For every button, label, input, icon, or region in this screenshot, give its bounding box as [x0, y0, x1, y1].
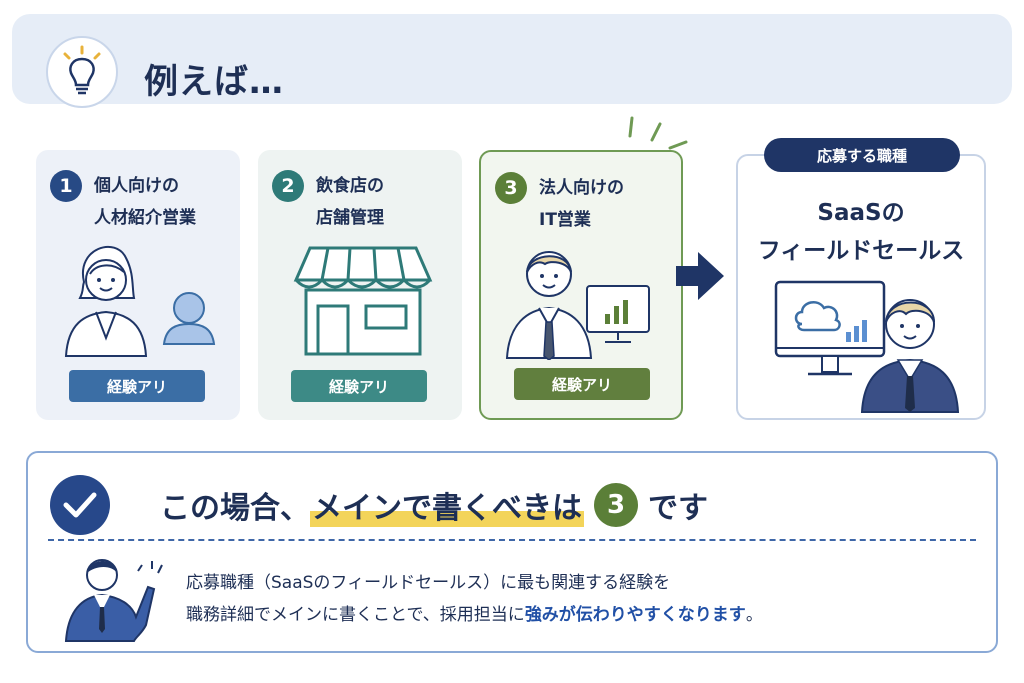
arrow-right-icon	[676, 252, 724, 300]
experience-card-1: 1 個人向けの 人材紹介営業 経験アリ	[36, 150, 240, 420]
card-title-line2: 店舗管理	[316, 208, 384, 228]
card-number: 3	[495, 172, 527, 204]
experience-card-2: 2 飲食店の 店舗管理 経験アリ	[258, 150, 462, 420]
advisor-pointing-icon	[64, 559, 163, 642]
target-role-title-line1: SaaSの	[817, 200, 905, 226]
card-title-line1: 飲食店の	[316, 176, 384, 196]
it-salesman-icon	[505, 251, 650, 360]
card-title: 飲食店の 店舗管理	[316, 170, 456, 234]
card-number: 1	[50, 170, 82, 202]
experience-card-3: 3 法人向けの IT営業 経験アリ	[479, 150, 683, 420]
explanation-line1: 応募職種（SaaSのフィールドセールス）に最も関連する経験を	[186, 573, 671, 593]
lightbulb-icon	[63, 45, 101, 95]
card-title-line1: 法人向けの	[539, 178, 624, 198]
conclusion-highlight: メインで書くべきは	[310, 483, 584, 527]
conclusion-explanation: 応募職種（SaaSのフィールドセールス）に最も関連する経験を 職務詳細でメインに…	[186, 567, 763, 631]
saas-salesman-icon	[774, 280, 960, 413]
target-role-card: SaaSの フィールドセールス	[736, 154, 986, 420]
card-title: 法人向けの IT営業	[539, 172, 679, 236]
explanation-line2-prefix: 職務詳細でメインに書くことで、採用担当に	[186, 605, 525, 625]
header-banner: 例えば…	[12, 14, 1012, 108]
check-icon	[63, 492, 97, 518]
explanation-emphasis: 強みが伝わりやすくなります	[524, 605, 746, 625]
target-role-tag: 応募する職種	[764, 138, 960, 172]
experience-badge: 経験アリ	[69, 370, 205, 402]
conclusion-headline: この場合、 メインで書くべきは 3 です	[160, 483, 708, 527]
explanation-line2: 職務詳細でメインに書くことで、採用担当に強みが伝わりやすくなります。	[186, 599, 763, 631]
conclusion-prefix: この場合、	[160, 491, 310, 526]
target-role-title: SaaSの フィールドセールス	[738, 194, 984, 270]
storefront-icon	[293, 246, 433, 356]
lightbulb-badge	[46, 36, 118, 108]
card-title-line2: IT営業	[539, 210, 591, 230]
conclusion-number: 3	[594, 483, 638, 527]
card-title: 個人向けの 人材紹介営業	[94, 170, 234, 234]
conclusion-box: この場合、 メインで書くべきは 3 です 応募職種（SaaSのフィールドセールス…	[26, 451, 998, 653]
experience-badge: 経験アリ	[514, 368, 650, 400]
experience-badge: 経験アリ	[291, 370, 427, 402]
dashed-divider	[48, 539, 976, 541]
check-badge	[50, 475, 110, 535]
card-title-line1: 個人向けの	[94, 176, 179, 196]
conclusion-suffix: です	[648, 491, 708, 526]
card-title-line2: 人材紹介営業	[94, 208, 196, 228]
card-number: 2	[272, 170, 304, 202]
header-title: 例えば…	[144, 62, 284, 102]
target-role-title-line2: フィールドセールス	[757, 238, 965, 264]
recruiter-woman-icon	[64, 245, 216, 357]
sparkle-lines-icon	[628, 116, 688, 150]
explanation-line2-suffix: 。	[745, 605, 763, 625]
